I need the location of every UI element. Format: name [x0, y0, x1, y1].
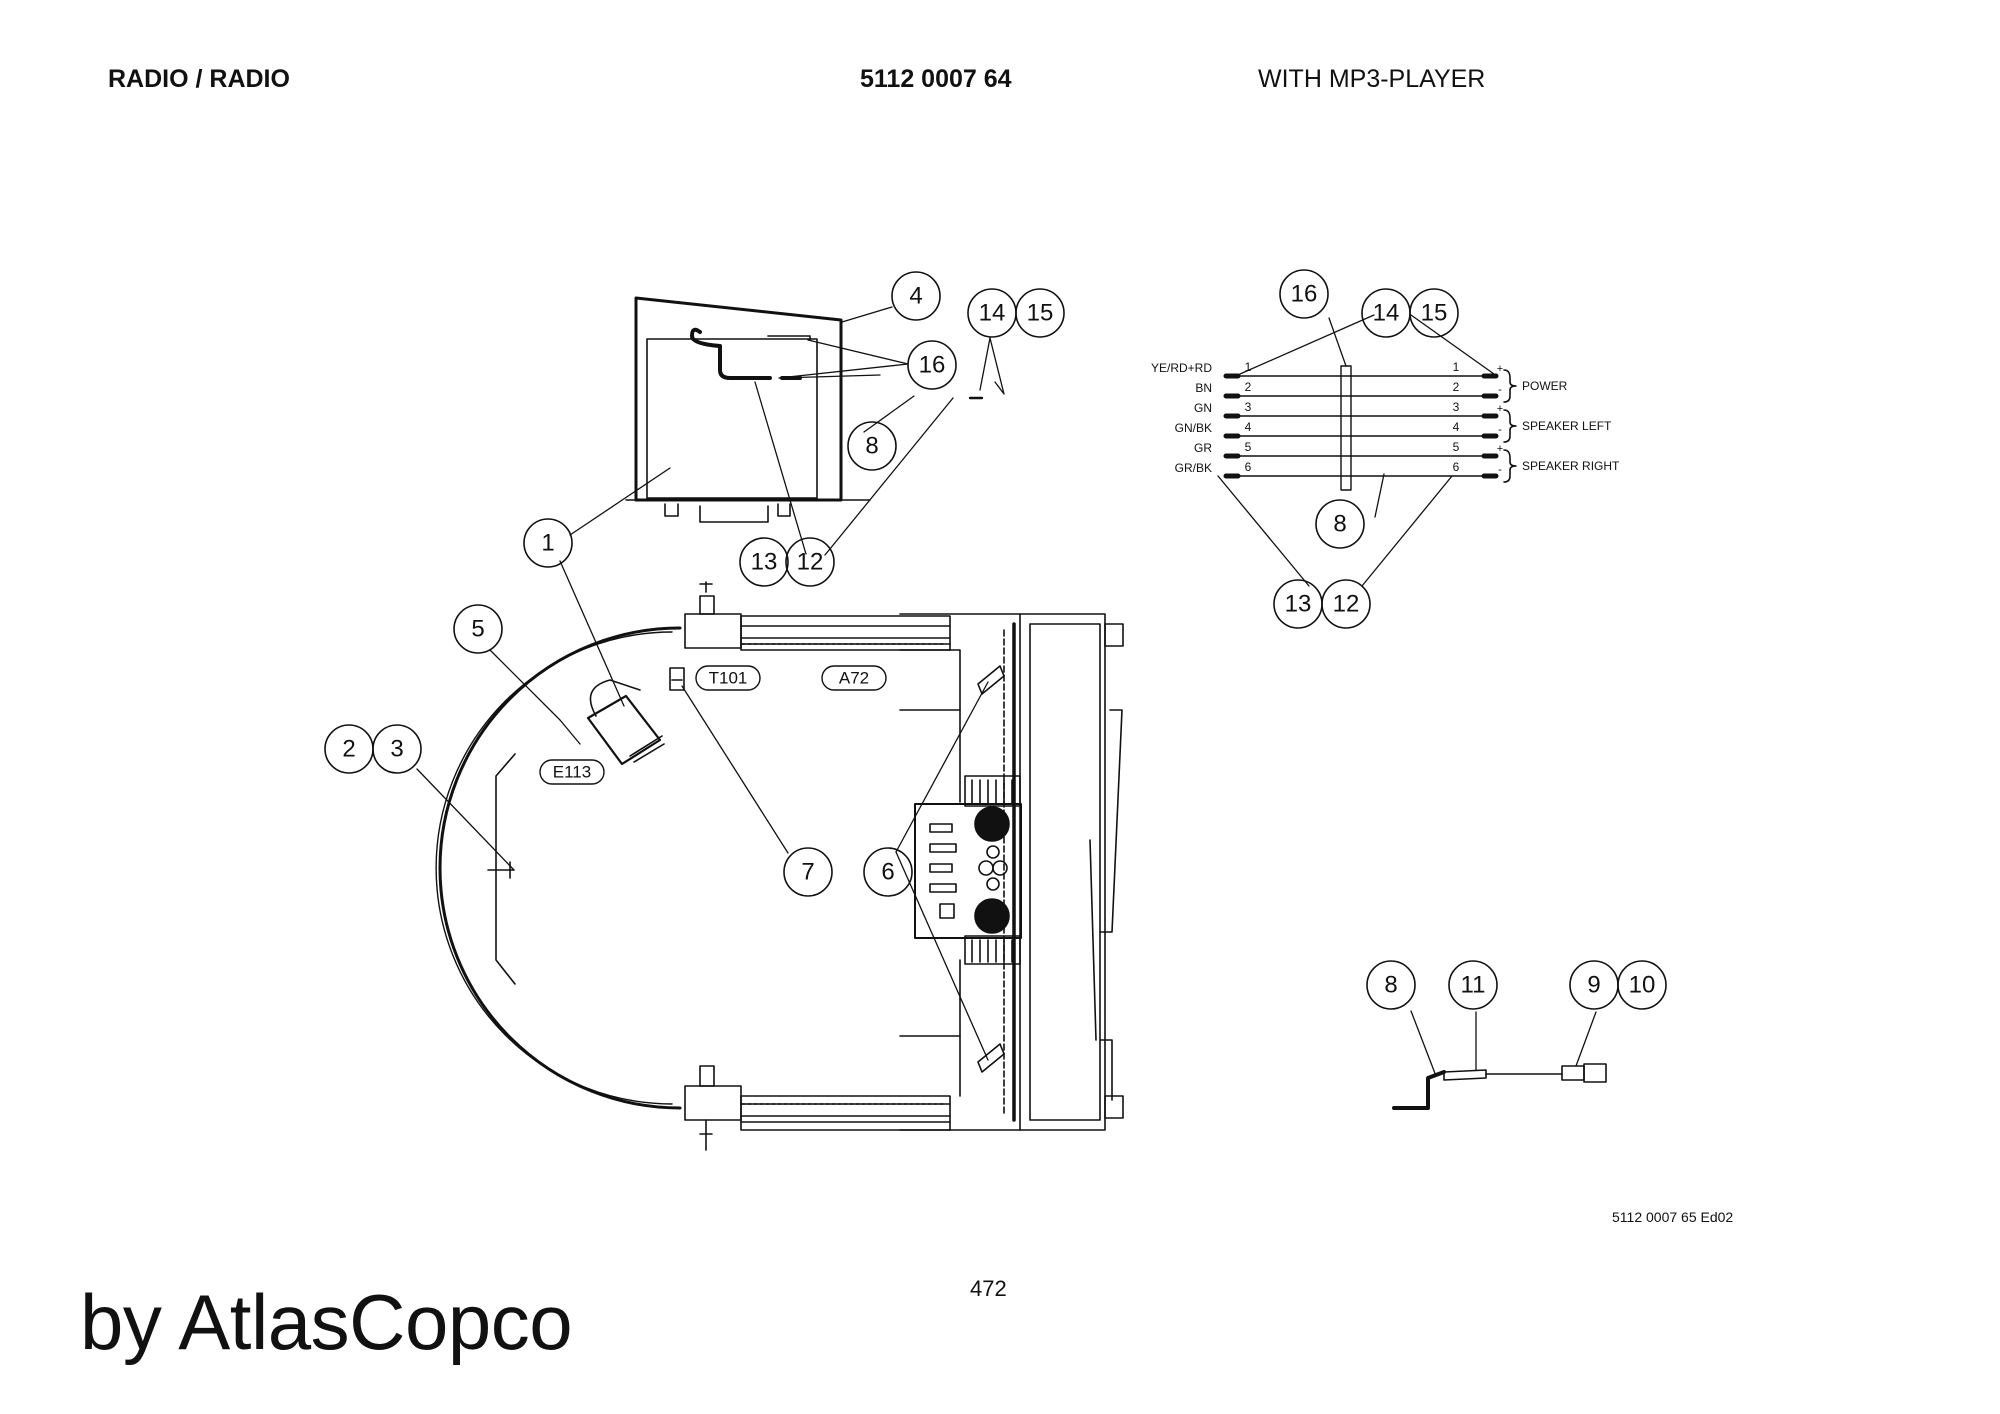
leader-lines: [416, 306, 1597, 1077]
callout-10: 10: [1629, 972, 1656, 999]
callout-circles: [324, 269, 1667, 1010]
wire-color-5: GR: [1194, 441, 1212, 455]
callout-14: 14: [979, 300, 1006, 327]
wiring-schematic: [1223, 365, 1517, 491]
page-number: 472: [970, 1276, 1007, 1301]
callout-16: 16: [919, 352, 946, 379]
pin-right-6: 6: [1453, 460, 1460, 474]
group-speaker-right: SPEAKER RIGHT: [1522, 459, 1620, 473]
label-t101: T101: [709, 669, 748, 688]
polarity-4: -: [1498, 424, 1502, 436]
polarity-5: +: [1497, 443, 1503, 455]
wire-color-6: GR/BK: [1175, 461, 1212, 475]
cable-assembly: [1392, 1063, 1607, 1110]
component-label-boxes: [539, 665, 887, 785]
callout-2: 2: [342, 736, 355, 763]
t101-component: [669, 667, 685, 691]
callout-6: 6: [881, 859, 894, 886]
callout-15: 15: [1027, 300, 1054, 327]
pin-left-2: 2: [1245, 380, 1252, 394]
radio-module: [586, 679, 665, 766]
callout-9: 9: [1587, 972, 1600, 999]
callout-7: 7: [801, 859, 814, 886]
label-e113: E113: [553, 763, 591, 782]
pin-left-5: 5: [1245, 440, 1252, 454]
wire-color-3: GN: [1194, 401, 1212, 415]
callout-13: 13: [751, 549, 778, 576]
control-panel: [914, 803, 1022, 939]
pin-right-5: 5: [1453, 440, 1460, 454]
callout-4: 4: [909, 283, 922, 310]
wire-color-2: BN: [1195, 381, 1212, 395]
callout-14-schematic: 14: [1373, 300, 1400, 327]
label-a72: A72: [839, 669, 869, 688]
polarity-6: -: [1498, 464, 1502, 476]
cab-frame: [435, 581, 1124, 1151]
callout-13-schematic: 13: [1285, 591, 1312, 618]
polarity-3: +: [1497, 403, 1503, 415]
callout-1: 1: [541, 530, 554, 557]
pin-right-3: 3: [1453, 400, 1460, 414]
group-speaker-left: SPEAKER LEFT: [1522, 419, 1612, 433]
brand-watermark: by AtlasCopco: [80, 1278, 573, 1366]
callout-12: 12: [797, 549, 824, 576]
callout-8-schematic: 8: [1333, 511, 1346, 538]
page-title: RADIO / RADIO: [108, 65, 290, 93]
callout-8: 8: [865, 433, 878, 460]
callout-12-schematic: 12: [1333, 591, 1360, 618]
radio-unit: [625, 296, 984, 523]
callout-16-schematic: 16: [1291, 281, 1318, 308]
wire-color-4: GN/BK: [1175, 421, 1212, 435]
pin-right-4: 4: [1453, 420, 1460, 434]
pin-right-2: 2: [1453, 380, 1460, 394]
pin-left-4: 4: [1245, 420, 1252, 434]
page-subtitle: WITH MP3-PLAYER: [1258, 65, 1486, 93]
pin-right-1: 1: [1453, 360, 1460, 374]
group-power: POWER: [1522, 379, 1568, 393]
callout-8-cable: 8: [1384, 972, 1397, 999]
part-number: 5112 0007 64: [860, 65, 1012, 93]
callout-11: 11: [1461, 972, 1486, 999]
wire-color-1: YE/RD+RD: [1151, 361, 1212, 375]
pin-left-3: 3: [1245, 400, 1252, 414]
callout-15-schematic: 15: [1421, 300, 1448, 327]
polarity-1: +: [1497, 363, 1503, 375]
polarity-2: -: [1498, 384, 1502, 396]
callout-3: 3: [390, 736, 403, 763]
callout-5: 5: [471, 616, 484, 643]
drawing-reference: 5112 0007 65 Ed02: [1612, 1209, 1734, 1225]
pin-left-6: 6: [1245, 460, 1252, 474]
pin-left-1: 1: [1245, 360, 1252, 374]
